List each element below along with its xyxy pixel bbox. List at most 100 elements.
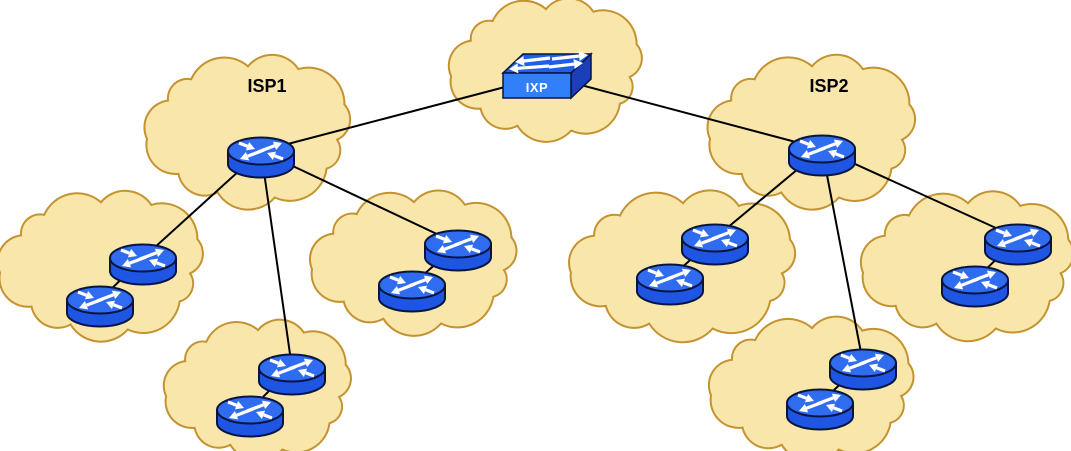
arrow-shaft [435,234,446,241]
arrow-shaft [304,371,315,378]
isp2-label: ISP2 [809,76,848,96]
arrow-shaft [700,235,719,245]
arrow-head [256,410,266,420]
arrow-head [826,403,836,413]
arrow-head [649,278,659,288]
arrow-head [804,393,814,403]
arrow-shaft [807,146,826,156]
arrow-shaft [77,290,88,297]
arrow-head [578,51,588,61]
arrow-head [515,56,525,66]
arrow-shaft [238,141,249,148]
arrow-shaft [227,400,238,407]
isp1-label: ISP1 [247,76,286,96]
arrow-head [391,285,401,295]
arrow-head [806,139,816,149]
arrow-head [831,393,841,403]
arrow-shaft [389,275,400,282]
isp1-site2-cloud-shape [162,318,352,451]
isp2-cloud-shape [706,53,917,211]
arrow-shaft [797,393,808,400]
arrow-head [997,238,1007,248]
arrow-shaft [551,54,580,61]
arrow-head [437,244,447,254]
arrow-head [106,300,116,310]
isp1-cloud-shape [143,53,352,211]
arrow-head [801,149,811,159]
arrow-shaft [443,241,462,251]
isp2-site2-router-a-icon [829,348,897,391]
arrow-head [828,149,838,159]
arrow-shaft [397,282,416,292]
arrow-head [699,228,709,238]
arrow-head [1002,228,1012,238]
arrow-shaft [85,297,104,307]
link-isp2-router-isp2-site2-router-a [821,148,864,364]
arrow-shaft [277,365,296,375]
arrow-head [1029,228,1039,238]
arrow-shaft [995,228,1006,235]
arrow-shaft [834,152,845,159]
ixp-switch-label: IXP [526,80,548,95]
arrow-shaft [246,148,265,158]
arrow-shaft [424,288,435,295]
arrow-shaft [692,228,703,235]
arrow-head [874,353,884,363]
arrow-shaft [987,283,998,290]
arrow-head [396,275,406,285]
arrow-shaft [155,261,166,268]
arrow-head [276,358,286,368]
arrow-shaft [112,303,123,310]
arrow-head [986,270,996,280]
arrow-shaft [727,241,738,248]
isp1-router-icon [227,136,295,179]
arrow-shaft [952,270,963,277]
arrow-shaft [269,358,280,365]
arrow-shaft [1030,241,1041,248]
isp1-site3-cloud-shape [309,189,518,337]
isp1-site2-router-b-icon [216,395,284,438]
arrow-head [240,151,250,161]
arrow-head [654,268,664,278]
arrow-head [721,238,731,248]
arrow-shaft [875,366,886,373]
arrow-shaft [120,248,131,255]
arrow-head [509,63,519,74]
arrow-head [84,290,94,300]
arrow-shaft [273,154,284,161]
arrow-head [298,368,308,378]
arrow-head [726,228,736,238]
arrow-head [234,400,244,410]
link-isp1-router-isp1-site2-router-a [260,150,293,369]
arrow-head [694,238,704,248]
arrow-shaft [128,255,147,265]
arrow-shaft [517,64,550,70]
arrow-head [418,285,428,295]
arrow-head [981,280,991,290]
arrow-head [833,139,843,149]
arrow-head [267,151,277,161]
isp2-site1-router-a-icon [681,223,749,266]
link-ixp-isp1-router [260,75,548,152]
arrow-shaft [655,275,674,285]
arrow-shaft [805,400,824,410]
arrow-head [469,234,479,244]
arrow-shaft [1003,235,1022,245]
isp2-site3-router-a-icon [984,223,1052,266]
arrow-shaft [548,62,575,69]
link-ixp-isp2-router [546,75,823,150]
arrow-head [799,403,809,413]
isp2-site2-router-b-icon [786,388,854,431]
arrow-shaft [470,247,481,254]
arrow-head [261,400,271,410]
arrow-head [681,268,691,278]
arrow-head [442,234,452,244]
isp1-site3-router-a-icon [424,229,492,272]
arrow-shaft [799,139,810,146]
arrow-shaft [840,353,851,360]
arrow-head [79,300,89,310]
arrow-head [111,290,121,300]
arrow-shaft [960,277,979,287]
arrow-head [122,258,132,268]
